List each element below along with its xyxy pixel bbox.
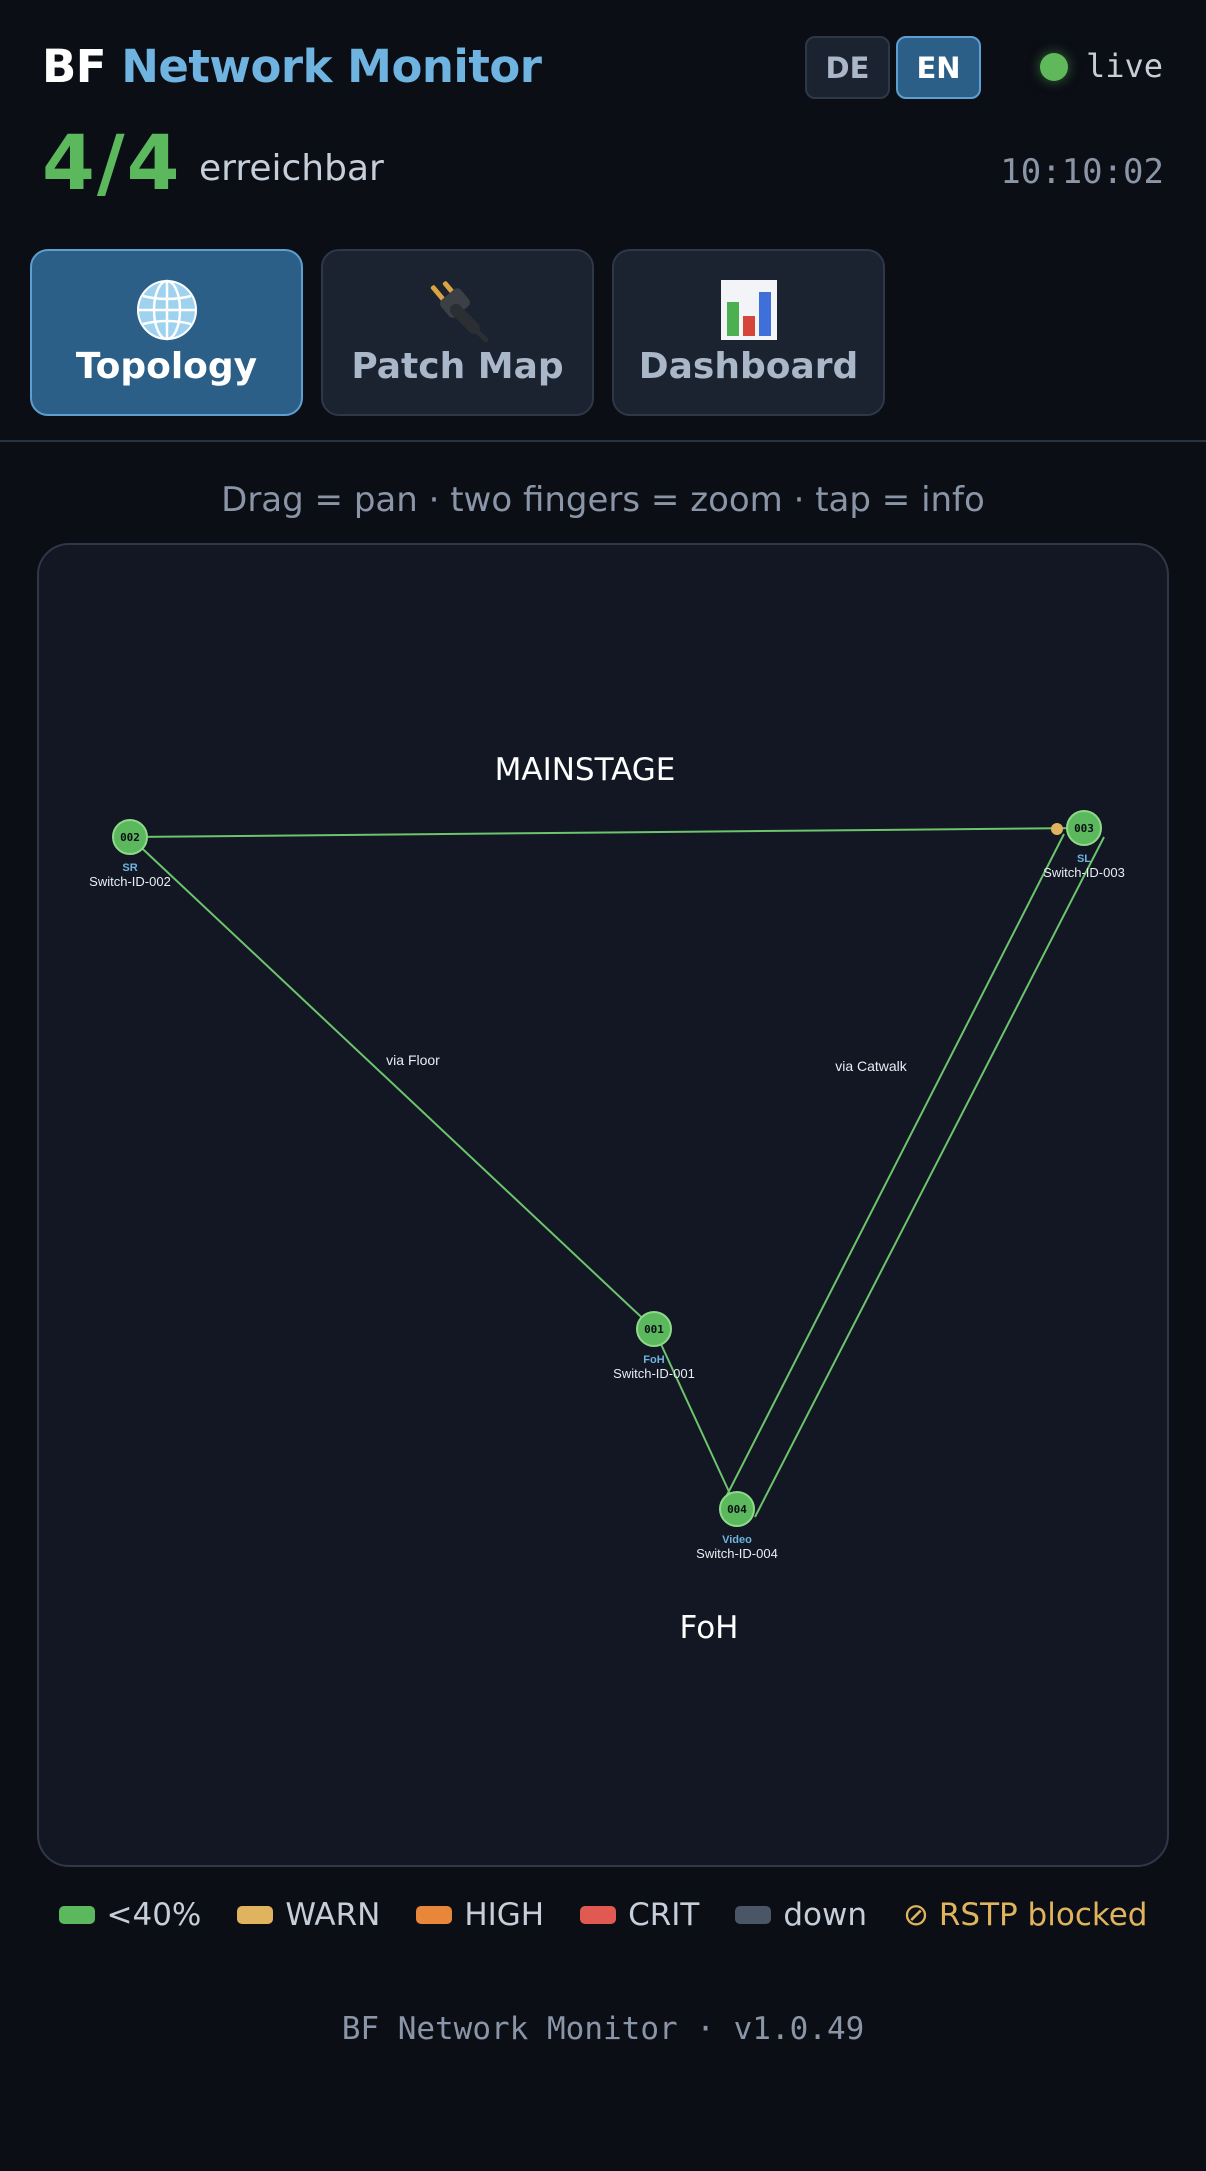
live-status-label: live [1086, 47, 1164, 85]
node-004[interactable]: 004 Video Switch-ID-004 [696, 1491, 778, 1561]
topology-canvas[interactable]: MAINSTAGE FoH via Floor via Catwalk 002 … [39, 545, 1169, 1867]
zone-label-foh: FoH [679, 1610, 738, 1646]
reachable-count: 4/4 [42, 118, 182, 207]
tab-topology-label: Topology [75, 346, 258, 387]
rstp-blocked-marker [1051, 823, 1063, 835]
globe-icon [135, 278, 199, 342]
link-001-004[interactable] [653, 1328, 738, 1510]
legend-label-ok: <40% [106, 1897, 202, 1933]
app-title: BF Network Monitor [42, 40, 542, 93]
link-label-via-floor: via Floor [386, 1052, 440, 1068]
node-003-role: SL [1077, 853, 1091, 865]
clock: 10:10:02 [1000, 152, 1164, 192]
header-divider [0, 440, 1206, 442]
node-002-name: Switch-ID-002 [89, 874, 171, 889]
link-004-003-a[interactable] [725, 833, 1065, 1498]
legend-swatch-high [416, 1906, 453, 1924]
node-004-name: Switch-ID-004 [696, 1546, 778, 1561]
legend-swatch-ok [58, 1906, 95, 1924]
link-label-via-catwalk: via Catwalk [835, 1058, 908, 1074]
tab-dashboard-label: Dashboard [638, 346, 859, 387]
link-002-001[interactable] [129, 836, 655, 1330]
app-title-rest: Network Monitor [121, 40, 542, 93]
node-003-name: Switch-ID-003 [1043, 865, 1125, 880]
tab-topology[interactable]: Topology [30, 249, 303, 416]
app-title-prefix: BF [42, 40, 107, 93]
tab-patch-map[interactable]: Patch Map [321, 249, 594, 416]
topology-map[interactable]: MAINSTAGE FoH via Floor via Catwalk 002 … [37, 543, 1169, 1867]
node-003[interactable]: 003 SL Switch-ID-003 [1043, 810, 1125, 880]
node-004-role: Video [722, 1534, 752, 1546]
tab-patch-map-label: Patch Map [351, 346, 564, 387]
live-status-dot [1040, 53, 1068, 81]
plug-icon [426, 278, 490, 342]
legend: <40% WARN HIGH CRIT down ⊘ RSTP blocked [0, 1895, 1206, 1935]
legend-label-high: HIGH [464, 1897, 545, 1933]
node-001[interactable]: 001 FoH Switch-ID-001 [613, 1311, 695, 1381]
node-002-id: 002 [120, 831, 140, 844]
legend-item-crit: CRIT [580, 1897, 699, 1933]
tab-dashboard[interactable]: Dashboard [612, 249, 885, 416]
language-de-button[interactable]: DE [805, 36, 890, 99]
map-hint: Drag = pan · two fingers = zoom · tap = … [221, 480, 985, 520]
legend-label-down: down [783, 1897, 868, 1933]
language-en-button[interactable]: EN [896, 36, 981, 99]
legend-swatch-warn [237, 1906, 274, 1924]
node-001-role: FoH [643, 1354, 664, 1366]
legend-item-high: HIGH [416, 1897, 544, 1933]
legend-swatch-crit [580, 1906, 617, 1924]
link-002-003[interactable] [129, 827, 1085, 838]
node-004-id: 004 [727, 1503, 747, 1516]
node-001-id: 001 [644, 1323, 664, 1336]
reachable-label: erreichbar [199, 148, 384, 189]
legend-item-warn: WARN [237, 1897, 380, 1933]
zone-label-mainstage: MAINSTAGE [495, 752, 676, 788]
node-002-role: SR [122, 862, 137, 874]
node-001-name: Switch-ID-001 [613, 1366, 695, 1381]
app-header: BF Network Monitor DE EN live 4/4 erreic… [0, 0, 1206, 442]
node-003-id: 003 [1074, 822, 1094, 835]
legend-label-warn: WARN [285, 1897, 381, 1933]
legend-item-rstp: ⊘ RSTP blocked [903, 1897, 1147, 1933]
legend-item-ok: <40% [58, 1897, 202, 1933]
node-002[interactable]: 002 SR Switch-ID-002 [89, 819, 171, 889]
legend-item-down: down [735, 1897, 867, 1933]
bar-chart-icon [717, 278, 781, 342]
legend-swatch-down [735, 1906, 772, 1924]
legend-label-crit: CRIT [628, 1897, 700, 1933]
legend-label-rstp: ⊘ RSTP blocked [903, 1897, 1148, 1933]
footer-version: BF Network Monitor · v1.0.49 [341, 2011, 865, 2047]
link-004-003-b[interactable] [754, 836, 1105, 1518]
